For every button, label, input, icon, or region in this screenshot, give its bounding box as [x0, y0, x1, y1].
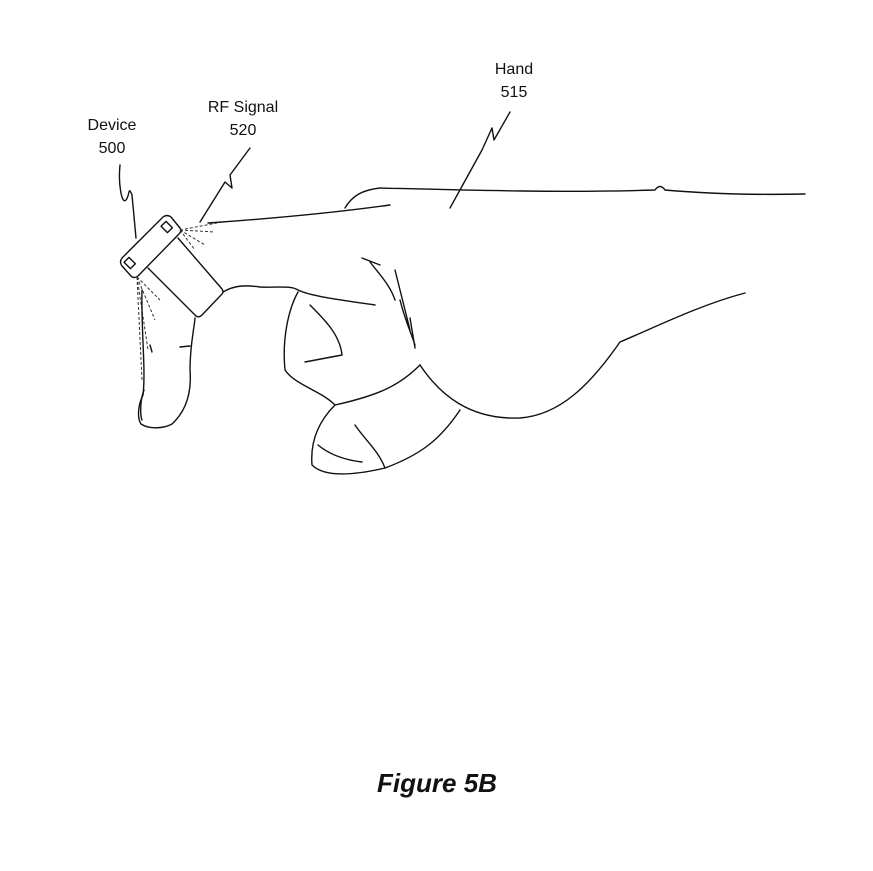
hand-label-number: 515	[500, 84, 528, 101]
index-finger	[137, 289, 196, 429]
device-leader-line	[118, 164, 137, 239]
rf-signal-label-name: RF Signal	[207, 99, 279, 116]
hand-leader-line	[449, 111, 511, 209]
hand-outline	[207, 185, 806, 475]
rf-signal-label-number: 520	[229, 122, 257, 139]
ring-device	[119, 214, 224, 318]
hand-label: Hand 515	[495, 58, 533, 104]
hand-label-name: Hand	[494, 61, 534, 78]
device-label-number: 500	[98, 140, 126, 157]
figure-caption: Figure 5B	[377, 768, 497, 798]
rf-signal-leader-line	[199, 147, 251, 223]
rf-signal-label: RF Signal 520	[208, 96, 278, 142]
device-label: Device 500	[88, 114, 137, 160]
device-label-name: Device	[87, 117, 137, 134]
rf-signal-waves	[136, 221, 223, 381]
